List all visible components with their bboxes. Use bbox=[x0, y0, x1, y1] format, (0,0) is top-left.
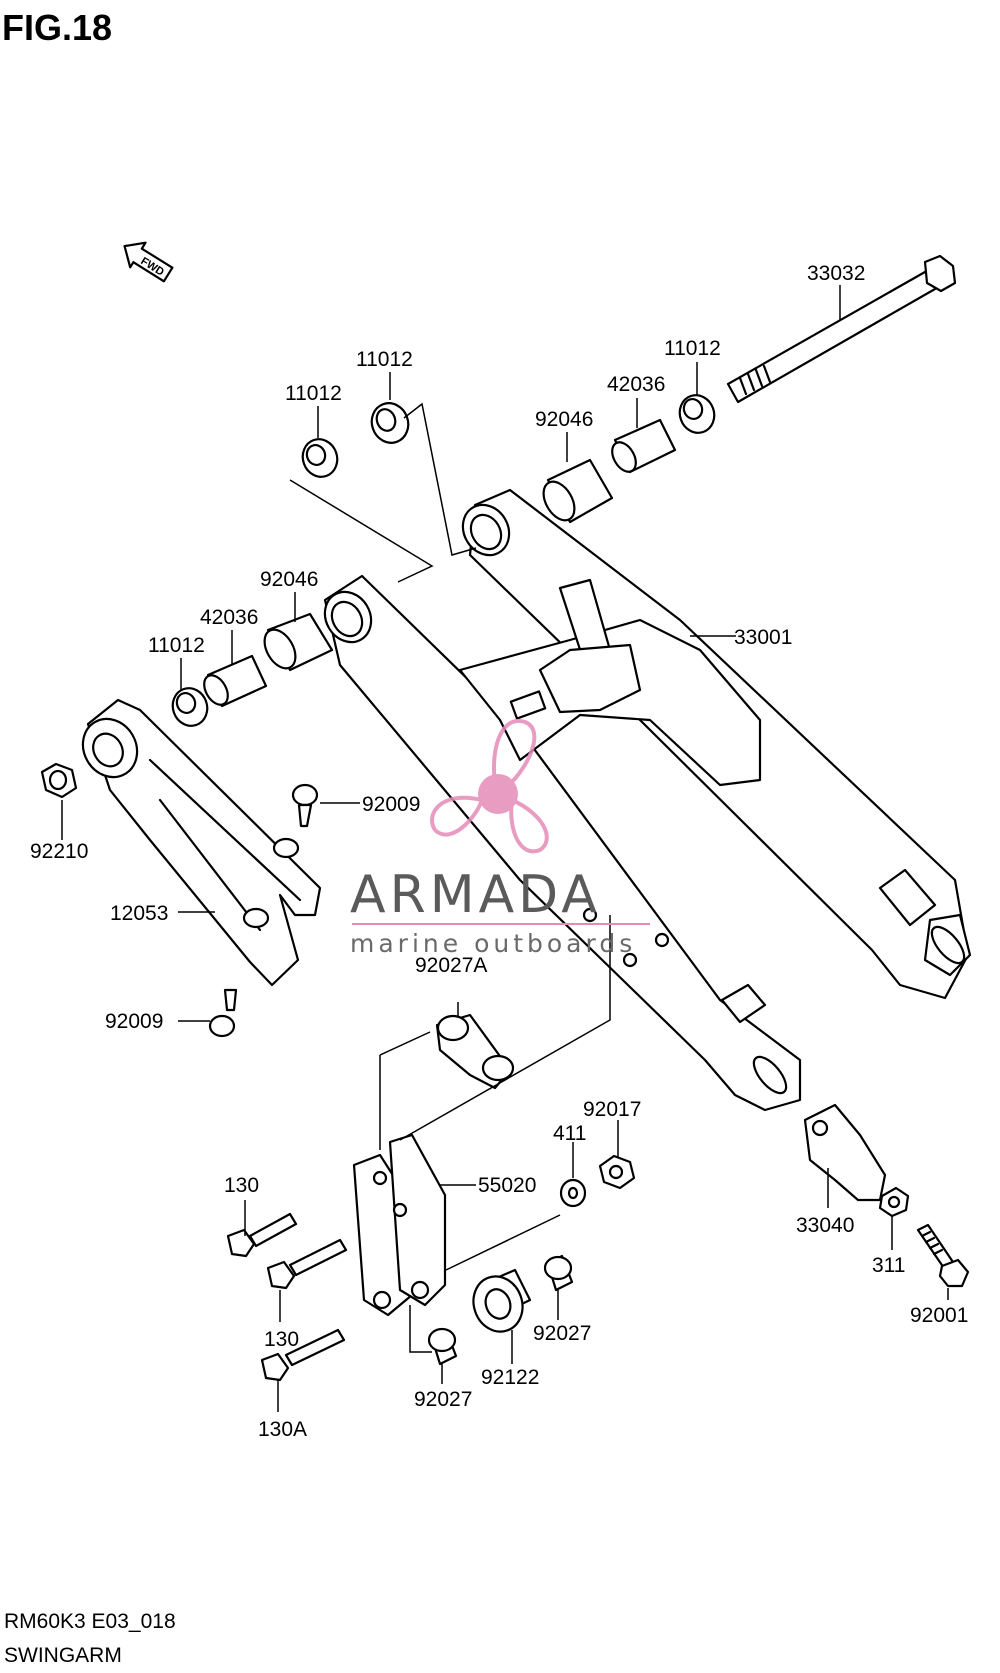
collar-42036-left bbox=[203, 654, 268, 708]
bearing-92046-left bbox=[263, 612, 334, 672]
bushing-92027-left bbox=[427, 1327, 458, 1366]
part-labels: 33032 11012 11012 11012 11012 42036 4203… bbox=[30, 262, 968, 1441]
bearing-11012-top bbox=[370, 402, 410, 444]
bearing-92122 bbox=[472, 1268, 532, 1333]
bolt-130A bbox=[260, 1328, 346, 1382]
part-label-92046-b: 92046 bbox=[260, 568, 318, 591]
footer-code: RM60K3 E03_018 bbox=[4, 1610, 176, 1633]
bearing-11012-left-top bbox=[301, 438, 339, 478]
part-label-130A: 130A bbox=[258, 1418, 307, 1441]
bearing-11012-left bbox=[171, 687, 209, 727]
part-label-33040: 33040 bbox=[796, 1214, 854, 1237]
fwd-arrow-icon: FWD bbox=[123, 241, 174, 283]
part-label-33032: 33032 bbox=[807, 262, 865, 285]
part-label-11012-c: 11012 bbox=[285, 382, 342, 405]
part-label-11012-d: 11012 bbox=[148, 634, 205, 657]
part-label-311: 311 bbox=[872, 1254, 905, 1277]
swingarm-33001 bbox=[323, 488, 972, 1112]
watermark-brand: ARMADA bbox=[350, 865, 601, 925]
leader-lines bbox=[61, 285, 949, 1412]
part-label-92122: 92122 bbox=[481, 1366, 539, 1389]
part-label-92009-b: 92009 bbox=[105, 1010, 163, 1033]
bearing-92046-right bbox=[542, 458, 614, 524]
part-label-92001: 92001 bbox=[910, 1304, 968, 1327]
part-label-92027A: 92027A bbox=[415, 954, 487, 977]
bushing-92027-right bbox=[543, 1254, 574, 1292]
rod-55020 bbox=[352, 1133, 447, 1317]
footer-section: SWINGARM bbox=[4, 1644, 122, 1667]
adjuster-33040 bbox=[803, 1103, 887, 1202]
part-label-42036-a: 42036 bbox=[607, 373, 665, 396]
collar-42036-right bbox=[611, 418, 677, 474]
part-label-42036-b: 42036 bbox=[200, 606, 258, 629]
part-label-411: 411 bbox=[553, 1122, 586, 1145]
nut-92017 bbox=[598, 1154, 636, 1190]
figure-title: FIG.18 bbox=[2, 7, 112, 48]
bushing-92027A bbox=[435, 1013, 515, 1090]
bolt-130-middle bbox=[266, 1238, 348, 1290]
part-label-11012-b: 11012 bbox=[356, 348, 413, 371]
part-label-92027-b: 92027 bbox=[414, 1388, 472, 1411]
propeller-icon bbox=[430, 718, 549, 854]
pivot-bolt-33032 bbox=[726, 254, 957, 404]
chain-guide-12053 bbox=[81, 698, 322, 987]
part-label-92009-a: 92009 bbox=[362, 793, 420, 816]
nut-311 bbox=[878, 1186, 910, 1218]
watermark-tagline: marine outboards bbox=[350, 929, 636, 958]
watermark: ARMADA marine outboards bbox=[350, 718, 650, 958]
part-label-92017: 92017 bbox=[583, 1098, 641, 1121]
bolt-130-upper bbox=[226, 1212, 298, 1258]
part-label-130-b: 130 bbox=[264, 1328, 299, 1351]
bearing-11012-right bbox=[678, 394, 716, 434]
washer-411 bbox=[559, 1178, 587, 1208]
part-label-33001: 33001 bbox=[734, 626, 792, 649]
bolt-92009-lower bbox=[208, 988, 238, 1038]
nut-92210 bbox=[40, 762, 78, 799]
bolt-92009-upper bbox=[291, 783, 319, 828]
part-label-130-a: 130 bbox=[224, 1174, 259, 1197]
part-label-12053: 12053 bbox=[110, 902, 168, 925]
part-label-11012-a: 11012 bbox=[664, 337, 721, 360]
part-label-92210: 92210 bbox=[30, 840, 88, 863]
part-label-92046-a: 92046 bbox=[535, 408, 593, 431]
part-label-55020: 55020 bbox=[478, 1174, 536, 1197]
bolt-92001 bbox=[916, 1223, 970, 1288]
part-label-92027-a: 92027 bbox=[533, 1322, 591, 1345]
assembly-lines bbox=[289, 402, 611, 1353]
